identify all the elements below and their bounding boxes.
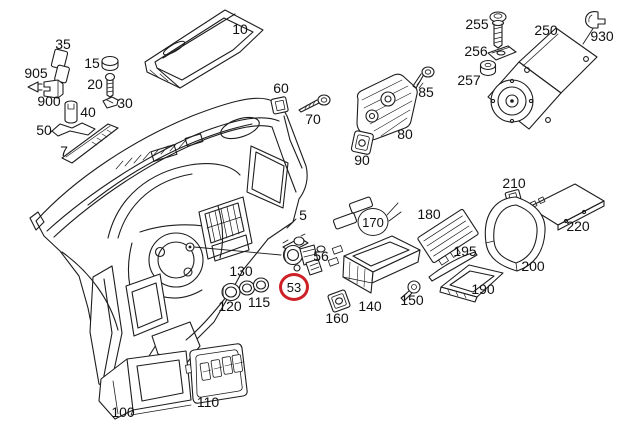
part-label-53: 53 [279,273,309,301]
part-100-console-bezel-drawing [99,351,191,419]
part-label-50: 50 [36,122,52,138]
part-110-switch-panel-drawing [185,344,247,403]
part-160-bracket-drawing [327,289,350,312]
part-170-tubes-drawing [333,197,401,230]
part-7-sill-strip-drawing [62,124,118,163]
part-5-dashboard-drawing [30,98,307,392]
part-label-40: 40 [80,104,96,120]
part-label-70: 70 [305,111,321,127]
part-label-20: 20 [87,76,103,92]
part-label-160: 160 [325,310,349,326]
part-150-screw-drawing [401,281,420,301]
part-label-905: 905 [24,65,48,81]
part-label-255: 255 [465,16,489,32]
part-label-120: 120 [218,298,242,314]
part-label-130: 130 [229,263,253,279]
part-85-screw-drawing [413,67,434,88]
part-930-bracket-drawing [586,12,605,28]
part-70-screw-drawing [299,95,330,112]
part-label-10: 10 [232,21,248,37]
part-label-140: 140 [358,298,382,314]
part-label-100: 100 [111,404,135,420]
part-40-canister-drawing [65,101,77,123]
part-label-115: 115 [247,294,271,310]
part-label-15: 15 [84,55,100,71]
part-label-256: 256 [464,43,488,59]
part-label-60: 60 [273,80,289,96]
part-15-cap-drawing [102,57,118,71]
part-35-sensor-drawing [51,49,70,92]
part-255-screw-drawing [490,12,506,48]
part-label-190: 190 [471,281,495,297]
part-20-screw-drawing [106,74,115,98]
part-60-clip-drawing [271,96,289,114]
part-220-panel-drawing [529,184,604,230]
part-label-257: 257 [457,72,481,88]
part-label-900: 900 [37,93,61,109]
part-905-cone-drawing [28,82,42,92]
part-label-220: 220 [566,218,590,234]
part-90-plate-drawing [351,130,374,154]
part-53-ignition-switch-drawing [283,234,325,275]
part-label-110: 110 [196,394,220,410]
part-label-930: 930 [590,28,614,44]
part-label-30: 30 [117,95,133,111]
part-200-bezel-drawing [485,197,545,271]
part-label-210: 210 [502,175,526,191]
part-250-speaker-box-drawing [488,27,597,129]
part-label-35: 35 [55,36,71,52]
part-label-180: 180 [417,206,441,222]
part-label-90: 90 [354,152,370,168]
part-195-trim-blade-drawing [429,252,477,281]
part-label-85: 85 [418,84,434,100]
part-80-speaker-grille-drawing [357,74,417,140]
part-label-5: 5 [299,207,307,223]
part-180-radio-drawing [417,209,482,269]
part-label-56: 56 [313,248,329,264]
part-256-plate-drawing [488,46,516,60]
part-label-80: 80 [397,126,413,142]
part-10-tray-drawing [145,10,263,88]
part-label-250: 250 [534,22,558,38]
part-50-bracket-drawing [49,123,95,136]
part-label-170: 170 [357,208,389,236]
part-190-tray-drawing [440,265,503,302]
part-30-clip-drawing [103,97,118,108]
part-120-130-115-rings-drawing [222,278,269,301]
part-label-200: 200 [521,258,545,274]
part-label-7: 7 [60,143,68,159]
part-label-195: 195 [453,243,477,259]
part-label-150: 150 [400,292,424,308]
part-140-mounting-cage-drawing [328,236,420,293]
part-900-clamp-drawing [44,80,63,98]
part-257-nut-drawing [481,61,496,76]
